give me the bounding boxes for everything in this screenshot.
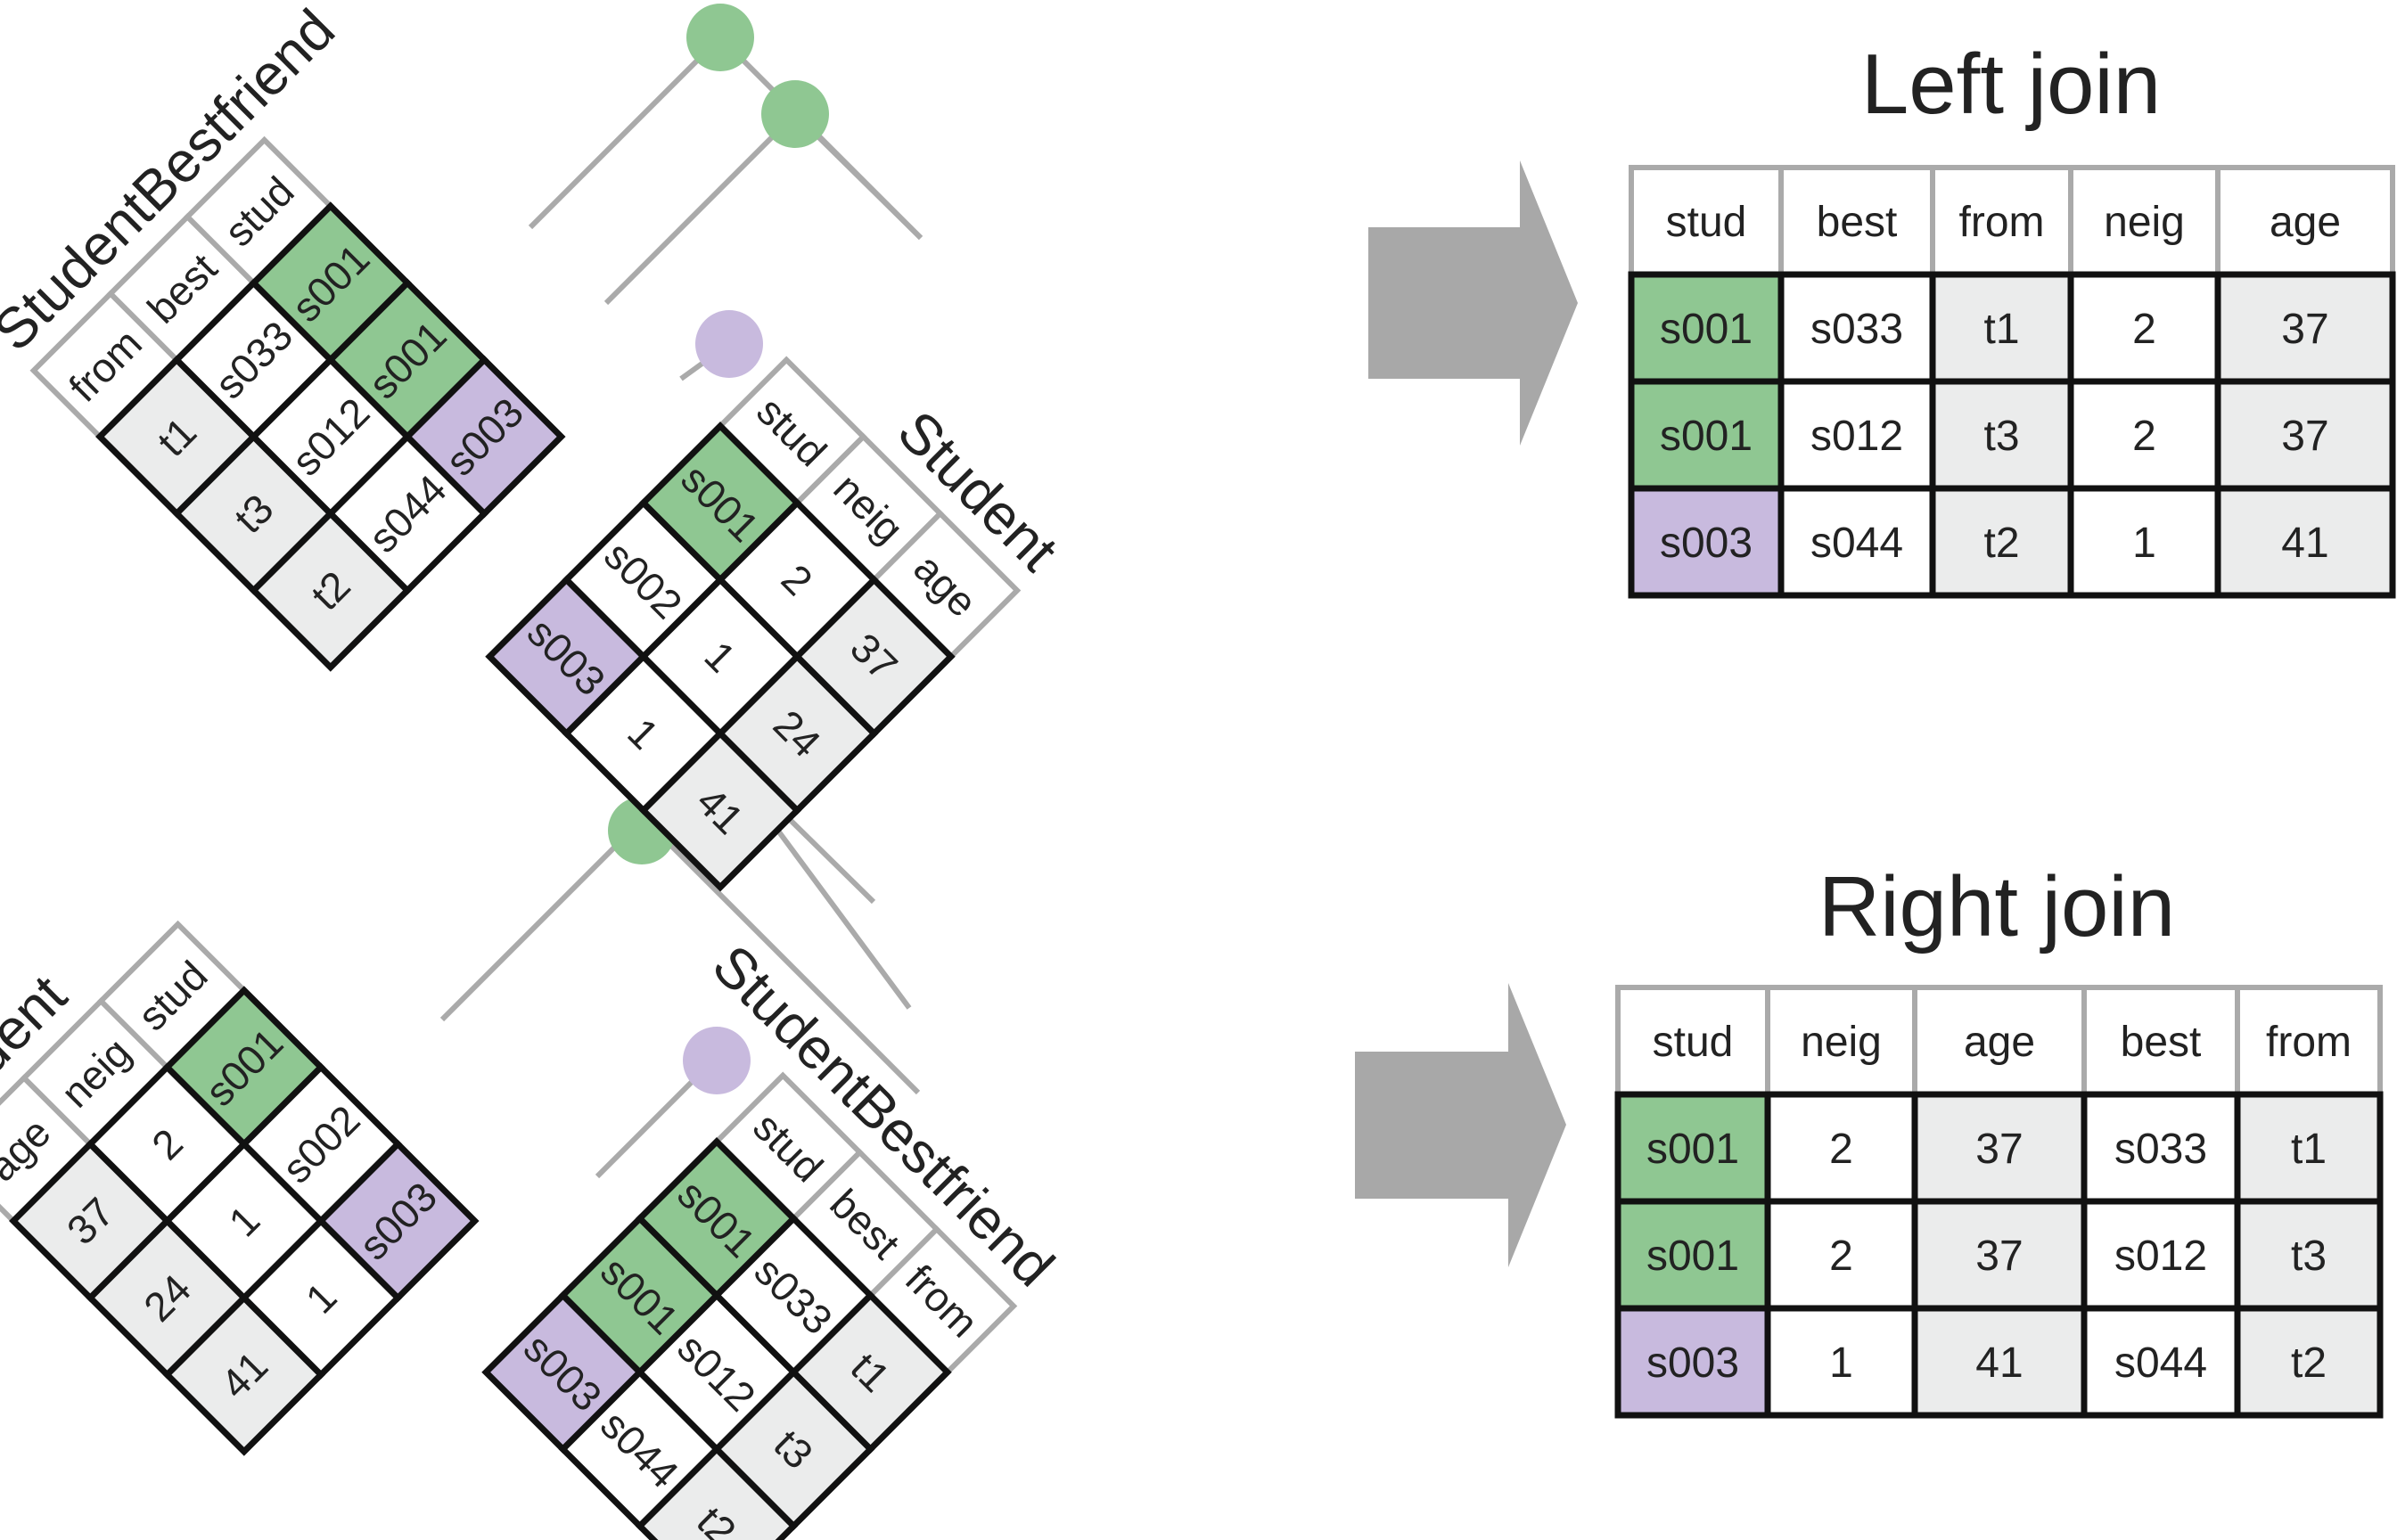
header-label: age [1964,1019,2035,1066]
left-join-result-table: stud best from neig age s001 s033 t1 2 37 s001 s012… [1628,165,2396,599]
cell-value: 2 [1829,1233,1853,1280]
table-cell [1929,485,2074,599]
arrow-icon [1368,160,1578,446]
cell-value: 37 [2281,306,2328,353]
header-label: neig [1801,1019,1882,1066]
cell-value: t1 [2291,1126,2327,1173]
connector-line-s001-b [603,110,924,306]
green-dot [686,4,754,71]
purple-dot [695,310,763,378]
header-cell [2081,985,2240,1097]
cell-value: s003 [1646,1339,1739,1387]
left-join-title: Left join [1861,37,2161,132]
header-label: age [2270,199,2341,246]
cell-value: t2 [2291,1339,2327,1387]
header-cell [2068,165,2221,277]
cell-value: s001 [1660,413,1753,460]
header-label: from [1959,199,2045,246]
cell-value: t1 [1983,306,2019,353]
result-tables: stud best from neig age s001 s033 t1 2 37 s001 s012… [1614,165,2396,1419]
cell-value: 2 [2132,306,2156,353]
table-cell [2214,271,2396,385]
header-cell [1930,165,2073,277]
table-cell [2214,485,2396,599]
table-cell [635,1445,799,1540]
cell-value: s044 [2114,1339,2207,1387]
cell-value: s001 [1660,306,1753,353]
table-cell [1911,1198,2088,1312]
cell-value: s001 [1646,1126,1739,1173]
cell-value: 41 [2281,520,2328,567]
table-cell [1614,1305,1771,1419]
right-sbf-table: studbestfroms001s033t1s001s012t3s003s044… [481,932,1066,1540]
header-label: stud [1653,1019,1734,1066]
table-cell [1911,1305,2088,1419]
arrow-icon [1355,983,1566,1267]
green-dot [761,80,829,148]
table-cell [1777,271,1936,385]
table-cell [1764,1305,1918,1419]
table-cell [2081,1305,2241,1419]
header-label: best [2121,1019,2202,1066]
table-cell [2234,1305,2384,1419]
header-label: stud [1666,199,1747,246]
rotated-tables: frombeststudt1s033s001t3s012s001t2s044s0… [0,0,1071,1540]
cell-value: s001 [1646,1233,1739,1280]
cell-value: t3 [1983,413,2019,460]
cell-value: 2 [1829,1126,1853,1173]
left-sbf-table: frombeststudt1s033s001t3s012s001t2s044s0… [0,0,566,672]
right-join-title: Right join [1818,859,2175,954]
cell-value: 37 [2281,413,2328,460]
cell-value: 2 [2132,413,2156,460]
table-cell [638,729,802,892]
cell-value: 1 [2132,520,2156,567]
cell-value: 1 [1829,1339,1853,1387]
cell-value: s033 [1810,306,1903,353]
header-cell [2235,985,2383,1097]
cell-value: s044 [1810,520,1903,567]
cell-value: t3 [2291,1233,2327,1280]
table-cell [1911,1091,2088,1205]
cell-value: s012 [1810,413,1903,460]
right-join-result-table: stud neig age best from s001 2 37 s033 t1 s001 2 37 s… [1614,985,2384,1419]
header-label: neig [2104,199,2185,246]
purple-dot [683,1027,751,1094]
cell-value: 37 [1975,1126,2023,1173]
header-label: from [2266,1019,2352,1066]
table-cell [403,355,566,519]
header-label: best [1817,199,1898,246]
table-cell [316,1139,480,1303]
cell-value: t2 [1983,520,2019,567]
cell-value: 37 [1975,1233,2023,1280]
cell-value: s003 [1660,520,1753,567]
header-cell [1629,165,1784,277]
table-cell [2067,485,2221,599]
cell-value: s012 [2114,1233,2207,1280]
cell-value: 41 [1975,1339,2023,1387]
table-cell [1628,485,1785,599]
table-cell [2234,1091,2384,1205]
cell-value: s033 [2114,1126,2207,1173]
table-cell [2214,378,2396,492]
